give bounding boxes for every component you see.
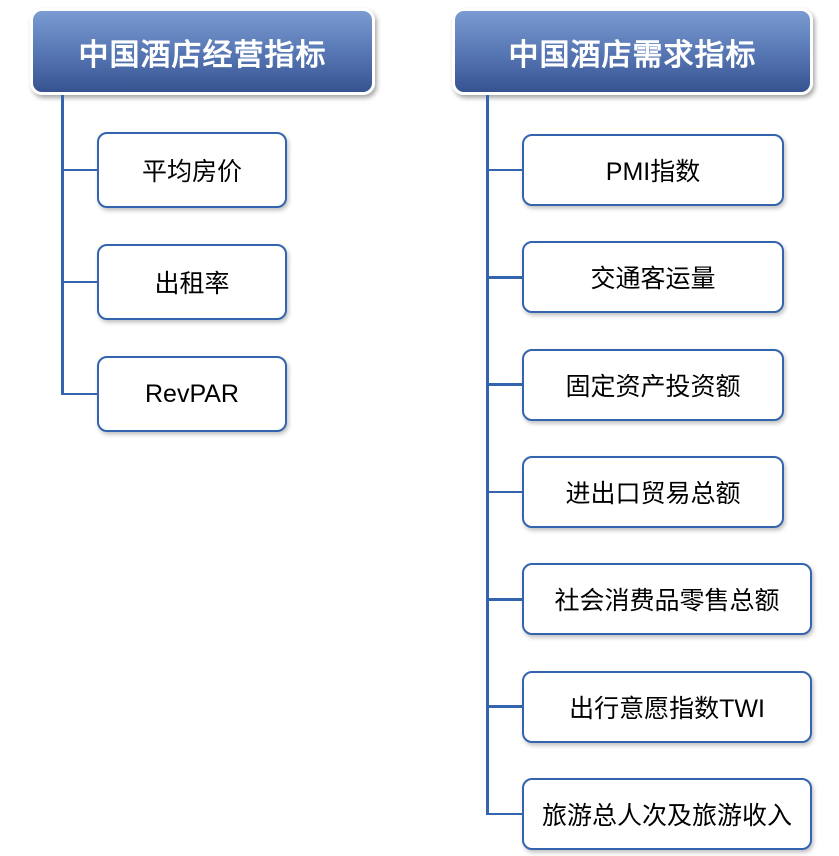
connector-branch — [486, 705, 522, 708]
indicator-label: 固定资产投资额 — [565, 372, 741, 401]
indicator-label: 交通客运量 — [590, 265, 716, 294]
connector-branch — [486, 812, 522, 816]
indicator-label: PMI指数 — [605, 158, 701, 186]
indicator-label: 出租率 — [154, 270, 230, 298]
indicator-box: 进出口贸易总额 — [522, 455, 784, 528]
demand-connector-trunk — [486, 95, 489, 816]
connector-branch — [61, 392, 97, 396]
indicator-label: 出行意愿指数TWI — [569, 694, 765, 723]
indicator-box: 平均房价 — [97, 132, 287, 208]
indicator-label: 进出口贸易总额 — [565, 479, 741, 508]
indicator-label: 社会消费品零售总额 — [554, 587, 780, 616]
demand-indicators-title: 中国酒店需求指标 — [508, 38, 757, 72]
demand-indicators-header: 中国酒店需求指标 — [452, 8, 813, 95]
indicator-box: 旅游总人次及旅游收入 — [522, 777, 812, 850]
indicator-box: 出行意愿指数TWI — [522, 670, 812, 743]
connector-branch — [486, 383, 522, 386]
connector-branch — [486, 490, 522, 494]
connector-branch — [486, 276, 522, 279]
connector-branch — [61, 168, 97, 172]
operating-indicators-title: 中国酒店经营指标 — [78, 38, 327, 72]
connector-branch — [61, 280, 97, 284]
connector-branch — [486, 598, 522, 601]
indicator-box: PMI指数 — [522, 134, 784, 206]
connector-branch — [486, 168, 522, 172]
operating-connector-trunk — [61, 95, 64, 396]
indicator-box: RevPAR — [97, 356, 287, 432]
indicator-box: 交通客运量 — [522, 241, 784, 314]
indicator-label: 旅游总人次及旅游收入 — [541, 801, 792, 830]
operating-indicators-header: 中国酒店经营指标 — [30, 8, 375, 95]
indicator-box: 出租率 — [97, 244, 287, 320]
indicator-label: RevPAR — [144, 379, 239, 408]
indicator-box: 社会消费品零售总额 — [522, 563, 812, 636]
indicator-box: 固定资产投资额 — [522, 348, 784, 421]
indicator-label: 平均房价 — [141, 158, 242, 186]
